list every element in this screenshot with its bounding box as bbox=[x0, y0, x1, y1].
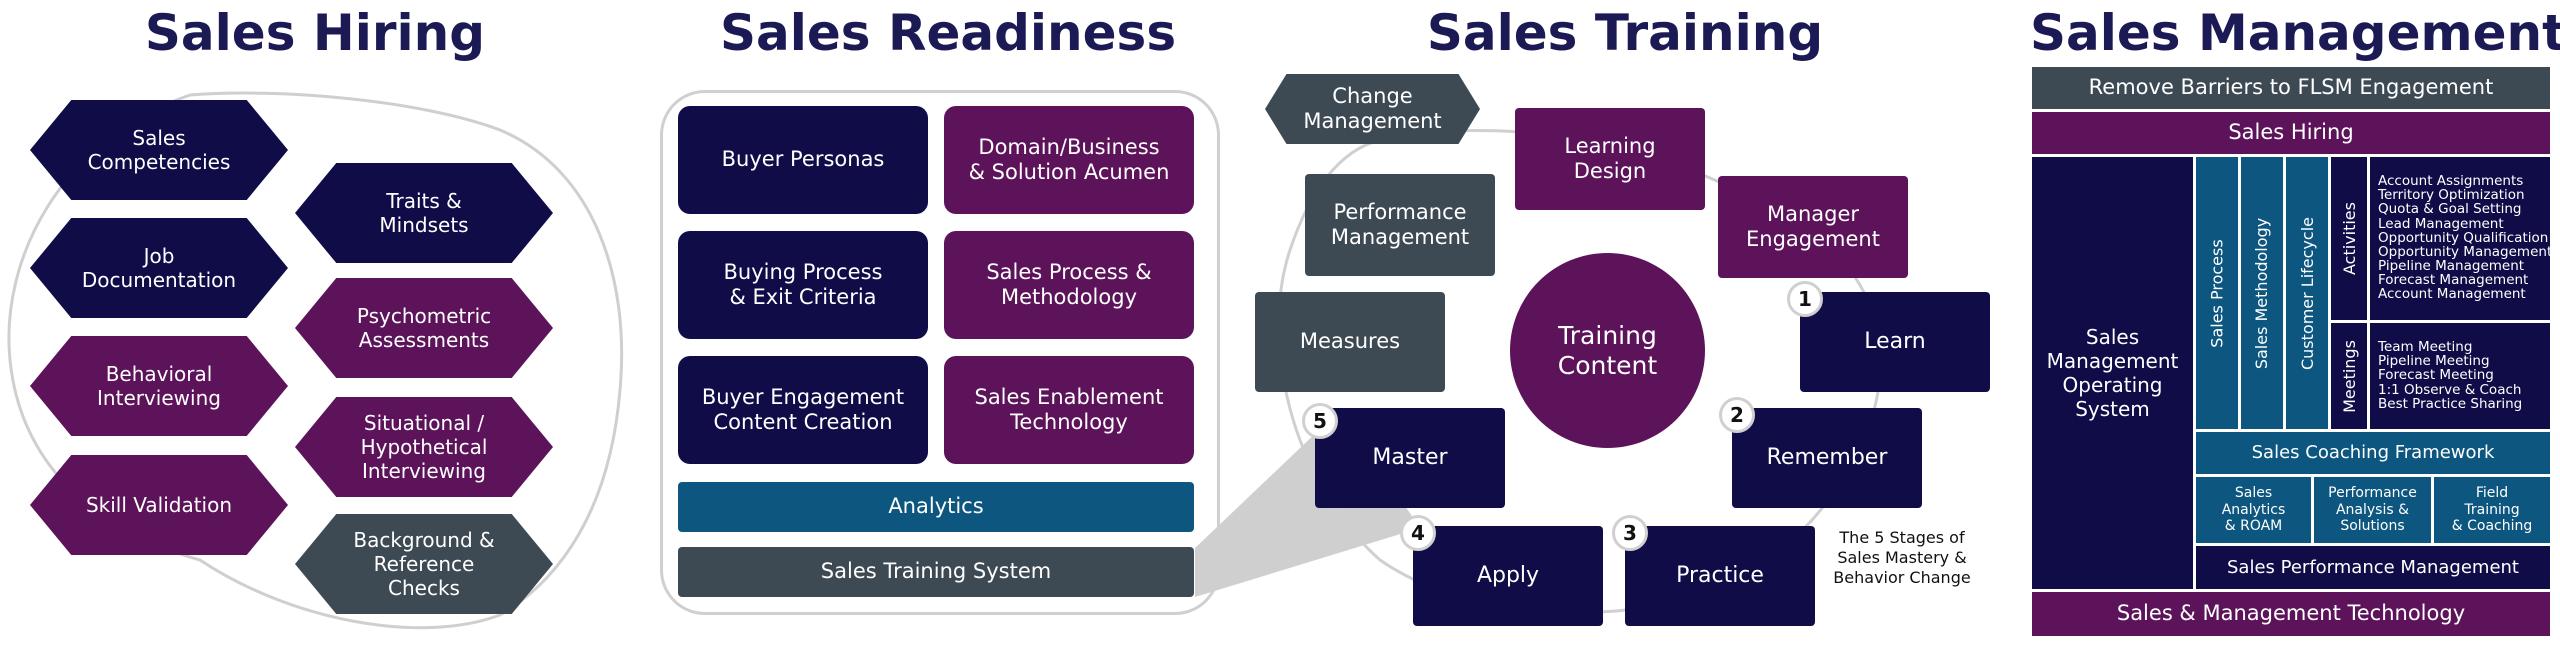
meetings-list-panel bbox=[2370, 323, 2550, 429]
sales-training-system-bar: Sales Training System bbox=[678, 547, 1194, 597]
analytics-bar: Analytics bbox=[678, 482, 1194, 532]
performance-management-box: Performance Management bbox=[1305, 174, 1495, 276]
buyer-personas-tile: Buyer Personas bbox=[678, 106, 928, 214]
meetings-list: Team Meeting Pipeline Meeting Forecast M… bbox=[2378, 340, 2522, 411]
psychometric-assessments-hex: Psychometric Assessments bbox=[295, 278, 553, 378]
activity-item: Forecast Management bbox=[2378, 272, 2529, 289]
performance-management-bar: Sales Performance Management bbox=[2196, 546, 2550, 589]
coaching-framework-bar: Sales Coaching Framework bbox=[2196, 432, 2550, 474]
performance-analysis-box: Performance Analysis & Solutions bbox=[2314, 477, 2431, 543]
activity-item: Lead Management bbox=[2378, 215, 2504, 232]
activity-item: Account Management bbox=[2378, 286, 2526, 303]
background-reference-checks-hex: Background & Reference Checks bbox=[295, 514, 553, 614]
activities-label: Activities bbox=[2331, 157, 2367, 320]
remember-stage-box: Remember bbox=[1732, 408, 1922, 508]
technology-bar: Sales & Management Technology bbox=[2032, 592, 2550, 636]
activity-item: Pipeline Management bbox=[2378, 258, 2525, 275]
five-stages-caption: The 5 Stages of Sales Mastery & Behavior… bbox=[1833, 528, 1971, 587]
activities-list: Account Assignments Territory Optimizati… bbox=[2378, 174, 2552, 302]
sales-methodology-column: Sales Methodology bbox=[2241, 157, 2283, 429]
stage-1-badge: 1 bbox=[1787, 281, 1823, 317]
traits-mindsets-hex: Traits & Mindsets bbox=[295, 163, 553, 263]
sales-hiring-outline bbox=[7, 91, 624, 630]
activities-list-panel bbox=[2370, 157, 2550, 320]
learning-design-box: Learning Design bbox=[1515, 108, 1705, 210]
activity-item: Opportunity Qualification bbox=[2378, 229, 2549, 246]
job-documentation-hex: Job Documentation bbox=[30, 218, 288, 318]
master-stage-box: Master bbox=[1315, 408, 1505, 508]
stage-2-badge: 2 bbox=[1719, 397, 1755, 433]
stage-4-badge: 4 bbox=[1400, 515, 1436, 551]
sales-process-methodology-tile: Sales Process & Methodology bbox=[944, 231, 1194, 339]
meeting-item: Pipeline Meeting bbox=[2378, 353, 2490, 370]
domain-acumen-tile: Domain/Business & Solution Acumen bbox=[944, 106, 1194, 214]
meetings-label: Meetings bbox=[2331, 323, 2367, 429]
behavioral-interviewing-hex: Behavioral Interviewing bbox=[30, 336, 288, 436]
sales-competencies-hex: Sales Competencies bbox=[30, 100, 288, 200]
buyer-engagement-content-tile: Buyer Engagement Content Creation bbox=[678, 356, 928, 464]
situational-interviewing-hex: Situational / Hypothetical Interviewing bbox=[295, 397, 553, 497]
activity-item: Account Assignments bbox=[2378, 173, 2524, 189]
buying-process-tile: Buying Process & Exit Criteria bbox=[678, 231, 928, 339]
sales-readiness-frame bbox=[660, 90, 1220, 615]
meeting-item: Team Meeting bbox=[2378, 339, 2473, 355]
sales-training-title: Sales Training bbox=[1426, 4, 1824, 62]
stage-5-badge: 5 bbox=[1302, 403, 1338, 439]
learn-stage-box: Learn bbox=[1800, 292, 1990, 392]
activity-item: Quota & Goal Setting bbox=[2378, 201, 2522, 218]
customer-lifecycle-column: Customer Lifecycle bbox=[2286, 157, 2328, 429]
sales-management-title: Sales Management bbox=[2030, 4, 2560, 62]
remove-barriers-bar: Remove Barriers to FLSM Engagement bbox=[2032, 67, 2550, 109]
apply-stage-box: Apply bbox=[1413, 526, 1603, 626]
training-content-circle: Training Content bbox=[1510, 253, 1705, 448]
sales-readiness-title: Sales Readiness bbox=[720, 4, 1177, 62]
operating-system-block: Sales Management Operating System bbox=[2032, 157, 2193, 589]
meeting-item: 1:1 Observe & Coach bbox=[2378, 381, 2522, 398]
skill-validation-hex: Skill Validation bbox=[30, 455, 288, 555]
sales-analytics-roam-box: Sales Analytics & ROAM bbox=[2196, 477, 2311, 543]
meeting-item: Forecast Meeting bbox=[2378, 367, 2494, 384]
measures-box: Measures bbox=[1255, 292, 1445, 392]
field-training-box: Field Training & Coaching bbox=[2434, 477, 2550, 543]
sales-enablement-technology-tile: Sales Enablement Technology bbox=[944, 356, 1194, 464]
activity-item: Territory Optimization bbox=[2378, 187, 2525, 204]
manager-engagement-box: Manager Engagement bbox=[1718, 176, 1908, 278]
change-management-hex: Change Management bbox=[1265, 74, 1480, 144]
sales-hiring-title: Sales Hiring bbox=[144, 4, 486, 62]
practice-stage-box: Practice bbox=[1625, 526, 1815, 626]
sales-hiring-bar: Sales Hiring bbox=[2032, 112, 2550, 154]
sales-process-column: Sales Process bbox=[2196, 157, 2238, 429]
meeting-item: Best Practice Sharing bbox=[2378, 395, 2523, 412]
activity-item: Opportunity Management bbox=[2378, 243, 2553, 260]
stage-3-badge: 3 bbox=[1612, 515, 1648, 551]
